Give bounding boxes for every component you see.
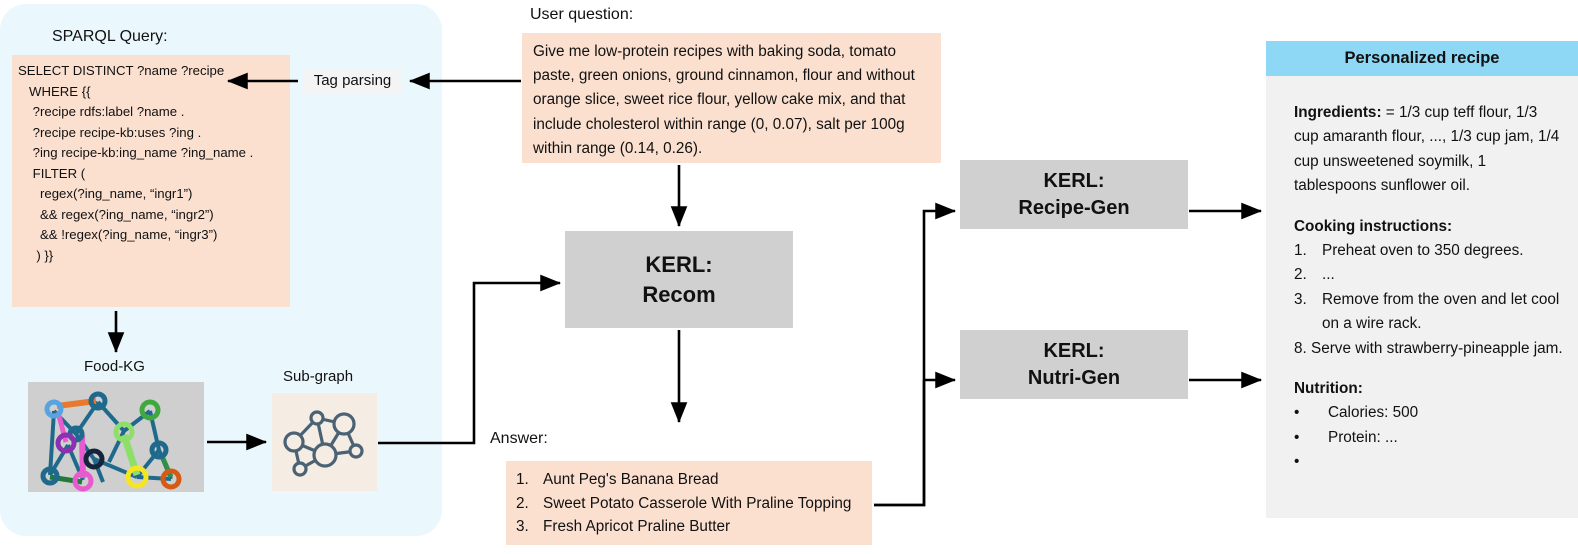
kerl-recom-module[interactable]: KERL: Recom [565,231,793,328]
step-number: 1. [1294,242,1307,260]
answer-item-text: Sweet Potato Casserole With Praline Topp… [543,494,852,512]
ingredients-label: Ingredients: [1294,104,1382,121]
kerl-recom-line2: Recom [642,281,716,307]
nutrition-text: Calories: 500 [1328,404,1419,422]
nutrition-text: Protein: ... [1328,428,1398,446]
sparql-query-code: SELECT DISTINCT ?name ?recipe WHERE {{ ?… [18,63,254,263]
user-question-text: Give me low-protein recipes with baking … [533,43,915,157]
food-kg-graph-image [28,382,204,492]
sub-graph-image [272,393,377,491]
personalized-recipe-body: Ingredients: = 1/3 cup teff flour, 1/3 c… [1266,76,1578,518]
ingredients-section: Ingredients: = 1/3 cup teff flour, 1/3 c… [1294,101,1564,199]
list-item: • [1294,450,1564,474]
cooking-instructions-label: Cooking instructions: [1294,217,1453,235]
answer-title: Answer: [490,430,548,447]
answer-item-number: 3. [516,518,529,535]
kerl-recom-line1: KERL: [645,251,713,277]
user-question-box: Give me low-protein recipes with baking … [522,33,941,163]
sparql-query-title: SPARQL Query: [52,28,168,45]
spacer [1294,199,1564,215]
step-text: Remove from the oven and let cool on a w… [1322,290,1560,333]
spacer [1294,361,1564,377]
list-item: 2. ... [1294,263,1564,287]
sub-graph-title: Sub-graph [283,368,354,385]
kerl-recipe-gen-module[interactable]: KERL: Recipe-Gen [960,160,1188,229]
answer-item-number: 2. [516,494,529,512]
user-question-title: User question: [530,6,634,23]
list-item: 2. Sweet Potato Casserole With Praline T… [516,492,851,516]
answer-branch-trunk [874,380,926,507]
answer-item-number: 1. [516,471,529,488]
kerl-nutri-gen-line2: Nutri-Gen [1027,366,1121,389]
list-item: • Protein: ... [1294,426,1564,450]
sparql-query-box: SELECT DISTINCT ?name ?recipe WHERE {{ ?… [12,55,290,307]
step-text: Preheat oven to 350 degrees. [1322,242,1524,260]
kerl-nutri-gen-line1: KERL: [1043,339,1105,362]
bullet-icon: • [1294,428,1300,446]
list-item: 3. Fresh Apricot Praline Butter [516,515,851,539]
step-text: ... [1322,266,1335,284]
answer-box: 1. Aunt Peg's Banana Bread 2. Sweet Pota… [506,461,872,545]
food-kg-graph-icon [40,391,182,492]
bullet-icon: • [1294,404,1300,422]
list-item: 3. Remove from the oven and let cool on … [1294,288,1564,337]
answer-item-text: Aunt Peg's Banana Bread [543,471,719,488]
personalized-recipe-panel: Personalized recipe Ingredients: = 1/3 c… [1266,41,1578,518]
personalized-recipe-header: Personalized recipe [1266,41,1578,76]
step-number: 2. [1294,266,1307,284]
kerl-recipe-gen-line2: Recipe-Gen [1018,196,1130,219]
kerl-nutri-gen-module[interactable]: KERL: Nutri-Gen [960,330,1188,399]
list-item: • Calories: 500 [1294,401,1564,425]
sub-graph-icon [283,410,364,477]
list-item: 1. Aunt Peg's Banana Bread [516,468,851,492]
step-number: 3. [1294,290,1307,308]
answer-list: 1. Aunt Peg's Banana Bread 2. Sweet Pota… [516,468,851,539]
tag-parsing-label: Tag parsing [303,69,402,93]
nutrition-label: Nutrition: [1294,380,1363,398]
food-kg-title: Food-KG [84,358,145,375]
arrow-answer-to-recipe-gen [874,202,957,507]
bullet-icon: • [1294,453,1300,471]
list-item: 1. Preheat oven to 350 degrees. [1294,239,1564,263]
final-step-text: 8. Serve with strawberry-pineapple jam. [1294,339,1563,357]
kerl-recipe-gen-line1: KERL: [1043,169,1105,192]
ingredients-text: = 1/3 cup teff flour, 1/3 cup amaranth f… [1294,104,1560,195]
answer-item-text: Fresh Apricot Praline Butter [543,518,731,535]
